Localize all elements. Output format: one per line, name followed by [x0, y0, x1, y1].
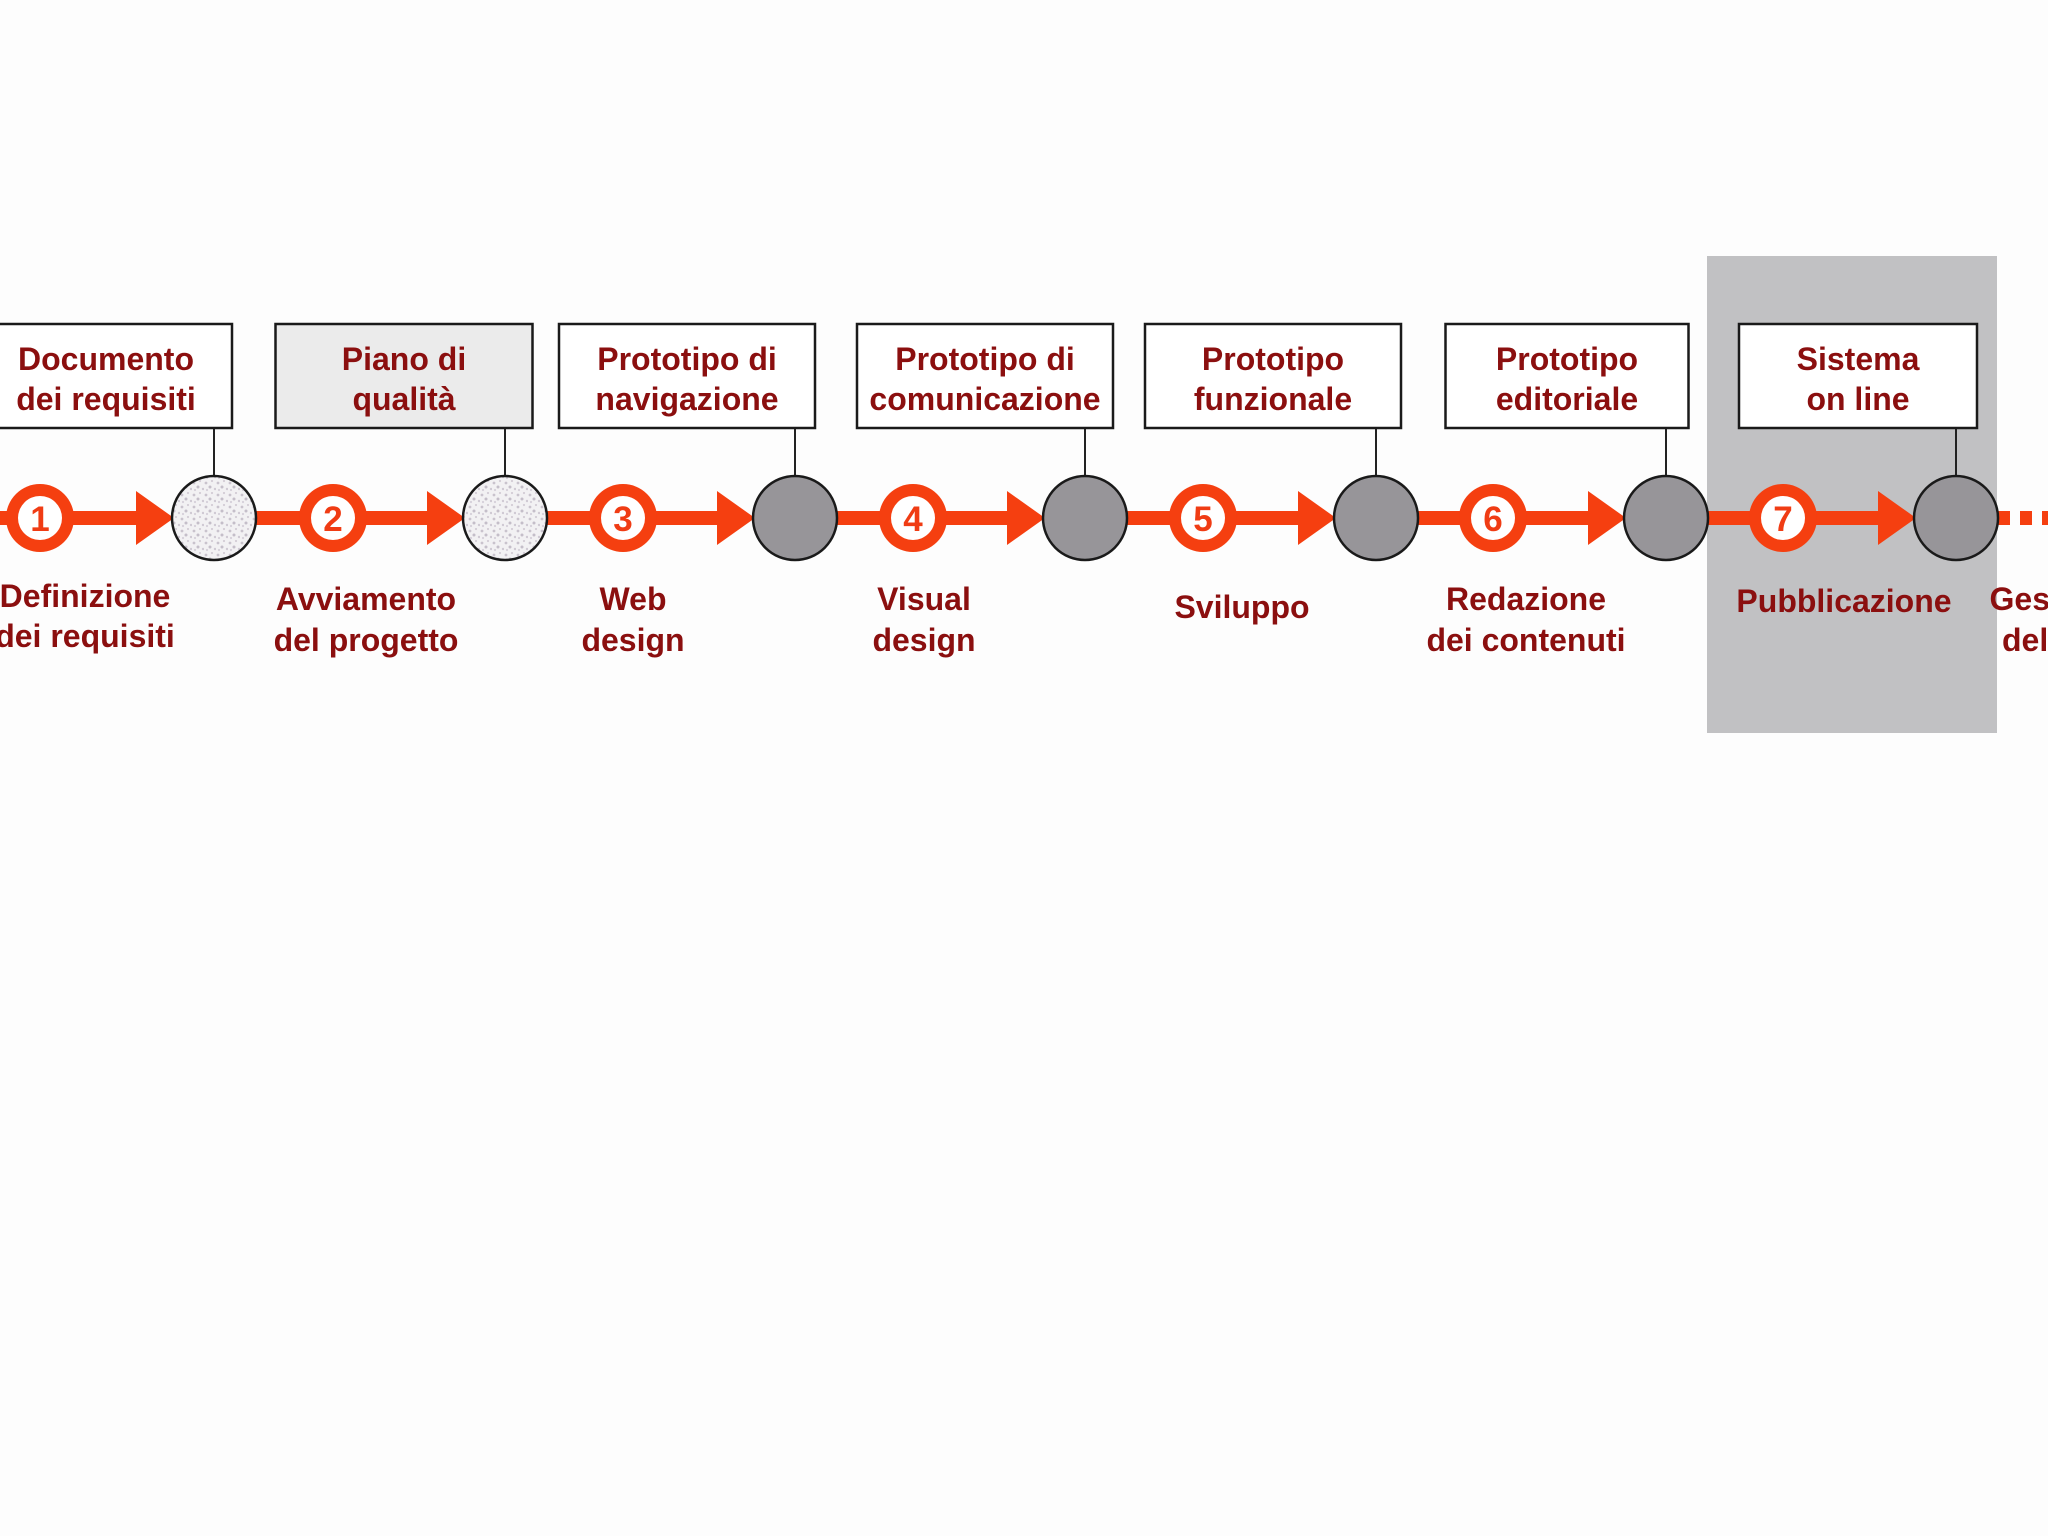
milestone-node — [461, 474, 549, 562]
deliverable-box — [1444, 322, 1690, 430]
phase-label: Avviamento — [276, 581, 456, 617]
deliverable-label: Piano di — [342, 341, 466, 377]
phase-label: design — [581, 622, 684, 658]
milestone-node — [1041, 474, 1129, 562]
flow-arrowhead — [1878, 491, 1916, 545]
phase-label: del progetto — [274, 622, 459, 658]
step-number: 6 — [1483, 500, 1502, 539]
phase-label: Visual — [877, 581, 971, 617]
flow-arrowhead — [717, 491, 755, 545]
deliverable-label: Documento — [18, 341, 194, 377]
milestone-node — [1622, 474, 1710, 562]
deliverable-box — [855, 322, 1115, 430]
deliverable-label: navigazione — [595, 381, 778, 417]
deliverable-label: Prototipo di — [895, 341, 1075, 377]
deliverable-label: Sistema — [1797, 341, 1920, 377]
deliverable-box — [0, 322, 234, 430]
step-5-badge-inner — [1181, 496, 1225, 540]
phase-label: Gestione — [1990, 581, 2048, 617]
deliverable-label: Prototipo — [1496, 341, 1638, 377]
step-2-badge-inner — [311, 496, 355, 540]
step-3-badge-inner — [601, 496, 645, 540]
step-4-badge-inner — [891, 496, 935, 540]
deliverable-label: dei requisiti — [16, 381, 196, 417]
step-number: 1 — [30, 500, 49, 539]
milestone-node — [1332, 474, 1420, 562]
step-number: 3 — [613, 500, 632, 539]
deliverable-label: editoriale — [1496, 381, 1638, 417]
deliverable-label: Prototipo di — [597, 341, 777, 377]
phase-label: design — [872, 622, 975, 658]
deliverable-label: qualità — [352, 381, 455, 417]
step-number: 5 — [1193, 500, 1212, 539]
deliverable-box — [557, 322, 817, 430]
phase-label: dei contenuti — [1426, 622, 1625, 658]
deliverable-box — [1143, 322, 1403, 430]
step-7-badge-inner — [1761, 496, 1805, 540]
step-number: 7 — [1773, 500, 1792, 539]
phase-label: Definizione — [0, 578, 170, 614]
step-6-badge-inner — [1471, 496, 1515, 540]
step-number: 4 — [903, 500, 923, 539]
milestone-node — [751, 474, 839, 562]
deliverable-box — [1737, 322, 1979, 430]
flow-arrowhead — [427, 491, 465, 545]
deliverable-label: funzionale — [1194, 381, 1352, 417]
phase-label: Sviluppo — [1174, 589, 1309, 625]
phase-label: Pubblicazione — [1736, 583, 1951, 619]
phase-label: del sito — [2002, 622, 2048, 658]
deliverable-box — [274, 322, 534, 430]
flow-arrowhead — [1007, 491, 1045, 545]
milestone-node — [170, 474, 258, 562]
deliverable-label: on line — [1806, 381, 1909, 417]
flow-arrowhead — [136, 491, 174, 545]
deliverable-label: Prototipo — [1202, 341, 1344, 377]
phase-label: Web — [600, 581, 667, 617]
step-number: 2 — [323, 500, 342, 539]
flow-arrowhead — [1298, 491, 1336, 545]
milestone-node — [1912, 474, 2000, 562]
flow-arrowhead — [1588, 491, 1626, 545]
phase-label: dei requisiti — [0, 618, 175, 654]
deliverable-label: comunicazione — [869, 381, 1100, 417]
step-1-badge-inner — [18, 496, 62, 540]
phase-label: Redazione — [1446, 581, 1606, 617]
